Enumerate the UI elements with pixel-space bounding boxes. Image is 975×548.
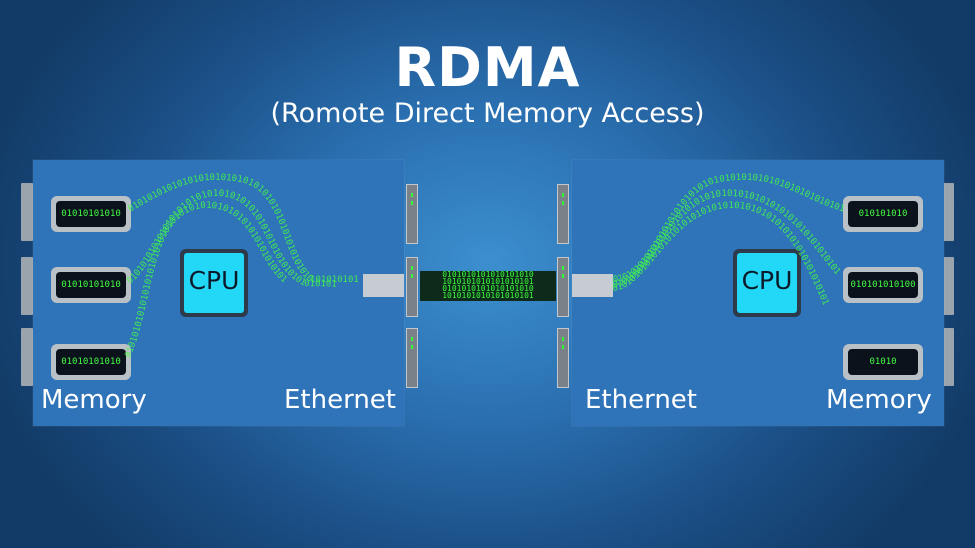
cpu-chip: CPU	[733, 249, 801, 317]
ethernet-connector	[363, 274, 404, 297]
cable-bits-row: 0101010101010101010	[442, 271, 534, 279]
memory-module: 010101010100	[843, 267, 923, 303]
cable-bits-row: 1010101010101010101	[442, 277, 534, 286]
cable-bits-row: 1010101010101010101	[442, 291, 534, 300]
ethernet-port	[557, 328, 569, 388]
memory-bits: 01010101010	[56, 201, 126, 227]
memory-module: 01010101010	[51, 267, 131, 303]
left-host-panel: 01010101010 01010101010 01010101010 CPU …	[33, 160, 404, 426]
memory-label: Memory	[826, 385, 932, 415]
memory-bits: 010101010	[848, 201, 918, 227]
memory-label: Memory	[41, 385, 147, 415]
ethernet-port	[406, 257, 418, 317]
ethernet-port	[406, 184, 418, 244]
right-host-panel: 010101010 010101010100 01010 CPU Etherne…	[572, 160, 944, 426]
memory-module: 01010	[843, 344, 923, 380]
memory-module: 01010101010	[51, 196, 131, 232]
stream-path: 0101010101010101010101010101010101010101…	[0, 0, 846, 285]
rack-stub	[942, 183, 954, 241]
memory-bits: 010101010100	[848, 272, 918, 298]
memory-bits: 01010101010	[56, 349, 126, 375]
ethernet-connector	[572, 274, 613, 297]
memory-bits: 01010101010	[56, 272, 126, 298]
rack-stub	[21, 328, 33, 386]
cpu-label: CPU	[184, 253, 244, 313]
cable-bits-row: 0101010101010101010	[442, 284, 534, 293]
subtitle: (Romote Direct Memory Access)	[270, 98, 705, 129]
network-cable: 0101010101010101010 1010101010101010101 …	[420, 271, 556, 301]
ethernet-label: Ethernet	[585, 385, 697, 415]
memory-module: 010101010	[843, 196, 923, 232]
stream-path: 0101010101010101010101010101010101010101…	[612, 201, 830, 307]
ethernet-port	[557, 184, 569, 244]
rack-stub	[942, 328, 954, 386]
ethernet-port	[406, 328, 418, 388]
memory-bits: 01010	[848, 349, 918, 375]
ethernet-port	[557, 257, 569, 317]
ethernet-label: Ethernet	[284, 385, 396, 415]
title: RDMA	[394, 36, 581, 99]
cpu-label: CPU	[737, 253, 797, 313]
rack-stub	[21, 183, 33, 241]
cpu-chip: CPU	[180, 249, 248, 317]
rack-stub	[21, 257, 33, 315]
memory-module: 01010101010	[51, 344, 131, 380]
rack-stub	[942, 257, 954, 315]
